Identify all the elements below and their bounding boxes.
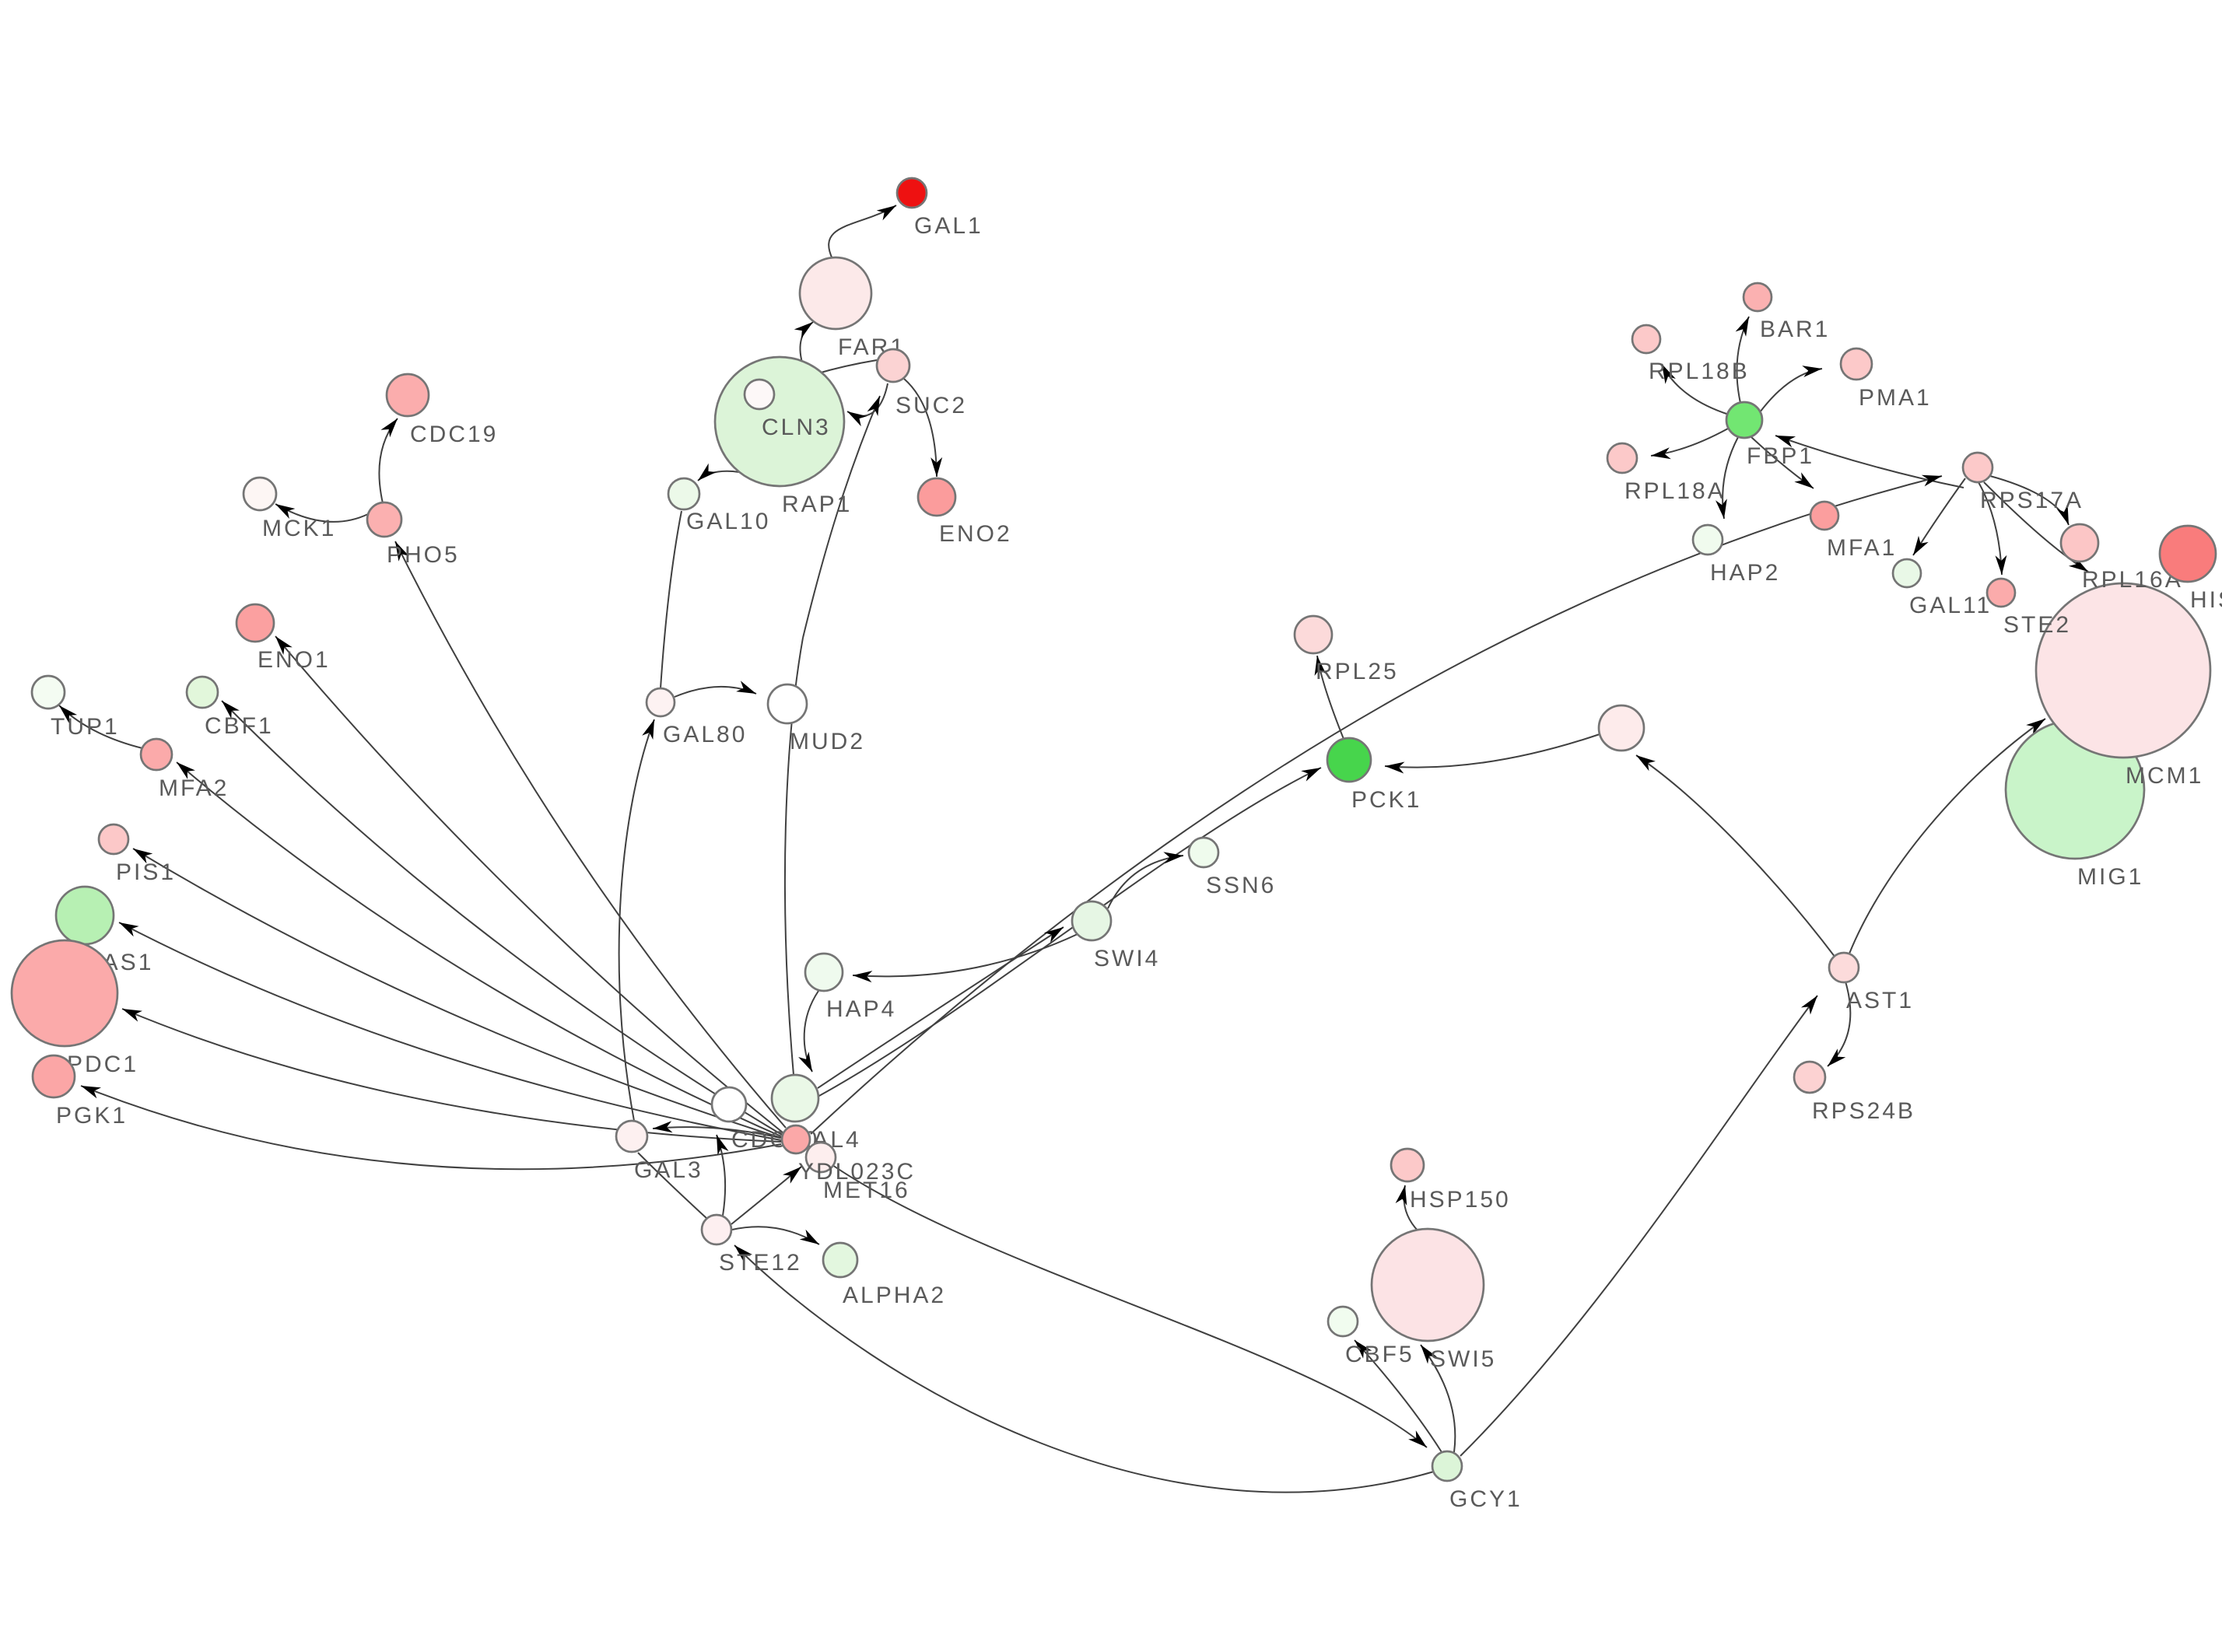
svg-text:RPL16A: RPL16A [2082, 567, 2183, 593]
svg-text:RPL25: RPL25 [1316, 659, 1399, 684]
svg-text:MUD2: MUD2 [790, 729, 865, 754]
svg-text:GAL10: GAL10 [686, 509, 770, 534]
svg-text:MFA2: MFA2 [159, 775, 229, 801]
svg-text:PGK1: PGK1 [56, 1103, 128, 1129]
svg-text:HSP150: HSP150 [1410, 1187, 1511, 1213]
svg-text:FBP1: FBP1 [1747, 443, 1814, 469]
svg-text:MET16: MET16 [823, 1178, 910, 1203]
svg-text:TUP1: TUP1 [51, 714, 120, 740]
svg-text:PCK1: PCK1 [1351, 787, 1421, 813]
svg-text:CDC19: CDC19 [410, 422, 498, 447]
svg-text:GAL3: GAL3 [634, 1157, 703, 1183]
svg-text:MCM1: MCM1 [2126, 763, 2203, 789]
svg-text:YDL023C: YDL023C [798, 1159, 916, 1185]
svg-text:ENO2: ENO2 [939, 521, 1012, 547]
svg-text:SWI4: SWI4 [1094, 946, 1160, 971]
svg-text:ENO1: ENO1 [258, 647, 331, 673]
svg-text:MFA1: MFA1 [1827, 535, 1897, 561]
svg-text:HAP2: HAP2 [1710, 560, 1780, 586]
svg-text:SSN6: SSN6 [1206, 873, 1276, 898]
svg-text:STE2: STE2 [2003, 612, 2071, 638]
svg-text:SUC2: SUC2 [895, 393, 967, 418]
svg-text:PIS1: PIS1 [116, 859, 176, 885]
svg-text:CLN3: CLN3 [762, 415, 831, 440]
svg-text:RAP1: RAP1 [782, 492, 852, 517]
svg-text:BAR1: BAR1 [1760, 317, 1830, 342]
svg-text:RPL18B: RPL18B [1649, 359, 1750, 384]
svg-text:PDC1: PDC1 [67, 1052, 138, 1077]
svg-text:AST1: AST1 [1846, 988, 1914, 1013]
svg-text:GAL11: GAL11 [1909, 593, 1992, 618]
svg-text:HIS4: HIS4 [2190, 587, 2222, 613]
svg-text:CBF1: CBF1 [205, 713, 274, 739]
svg-text:HAP4: HAP4 [826, 996, 896, 1022]
svg-text:STE12: STE12 [719, 1250, 802, 1276]
svg-text:PMA1: PMA1 [1859, 385, 1932, 411]
svg-text:RPS24B: RPS24B [1812, 1098, 1915, 1124]
svg-text:MIG1: MIG1 [2077, 864, 2143, 890]
svg-text:GAL1: GAL1 [914, 213, 983, 239]
svg-text:GAL80: GAL80 [663, 722, 747, 747]
svg-text:PHO5: PHO5 [387, 542, 460, 568]
svg-text:RPL18A: RPL18A [1624, 478, 1726, 504]
svg-text:RPS17A: RPS17A [1980, 488, 2084, 513]
svg-text:ALPHA2: ALPHA2 [843, 1283, 946, 1308]
svg-text:CBF5: CBF5 [1345, 1342, 1414, 1367]
svg-text:MCK1: MCK1 [262, 516, 336, 541]
svg-text:GCY1: GCY1 [1449, 1486, 1523, 1512]
svg-text:SWI5: SWI5 [1430, 1346, 1496, 1372]
